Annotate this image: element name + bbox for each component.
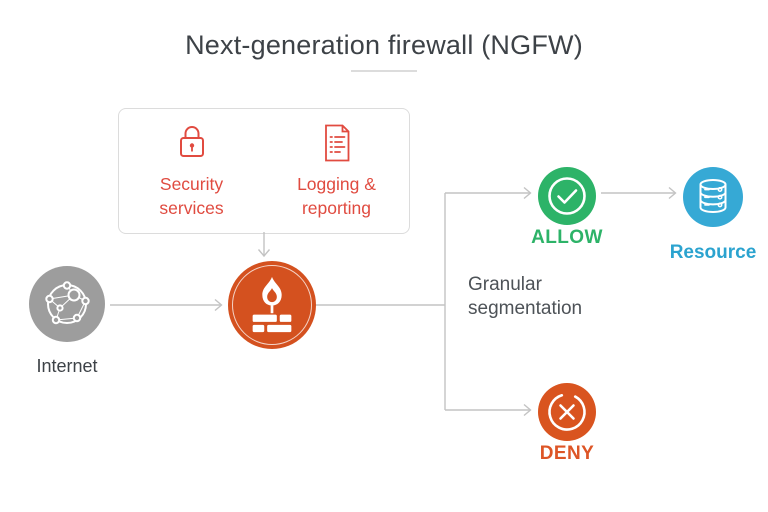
branch-connector xyxy=(316,186,532,417)
arrow-allow-to-resource xyxy=(601,186,677,200)
logging-reporting-item: Logging & reporting xyxy=(264,122,409,233)
database-icon xyxy=(684,168,742,226)
cross-circle-icon xyxy=(538,383,596,441)
arrow-box-to-firewall xyxy=(257,232,271,258)
granular-segmentation-label: Granular segmentation xyxy=(468,274,583,319)
services-box: Security services Logging & re xyxy=(118,108,410,234)
lock-icon xyxy=(172,122,212,164)
allow-node xyxy=(538,167,596,225)
globe-network-icon xyxy=(39,276,95,332)
internet-node xyxy=(29,266,105,342)
logging-reporting-label: Logging & reporting xyxy=(297,174,376,218)
resource-label: Resource xyxy=(669,242,757,263)
internet-label: Internet xyxy=(36,356,98,376)
allow-label: ALLOW xyxy=(531,227,603,248)
firewall-inner-ring xyxy=(232,265,312,345)
deny-label: DENY xyxy=(539,443,595,464)
page-title: Next-generation firewall (NGFW) xyxy=(185,30,583,60)
security-services-item: Security services xyxy=(119,122,264,233)
resource-node xyxy=(683,167,743,227)
report-document-icon xyxy=(317,122,357,164)
arrow-internet-to-firewall xyxy=(110,298,223,312)
check-circle-icon xyxy=(538,167,596,225)
deny-node xyxy=(538,383,596,441)
title-underline xyxy=(351,70,417,72)
firewall-node xyxy=(228,261,316,349)
security-services-label: Security services xyxy=(159,174,224,218)
